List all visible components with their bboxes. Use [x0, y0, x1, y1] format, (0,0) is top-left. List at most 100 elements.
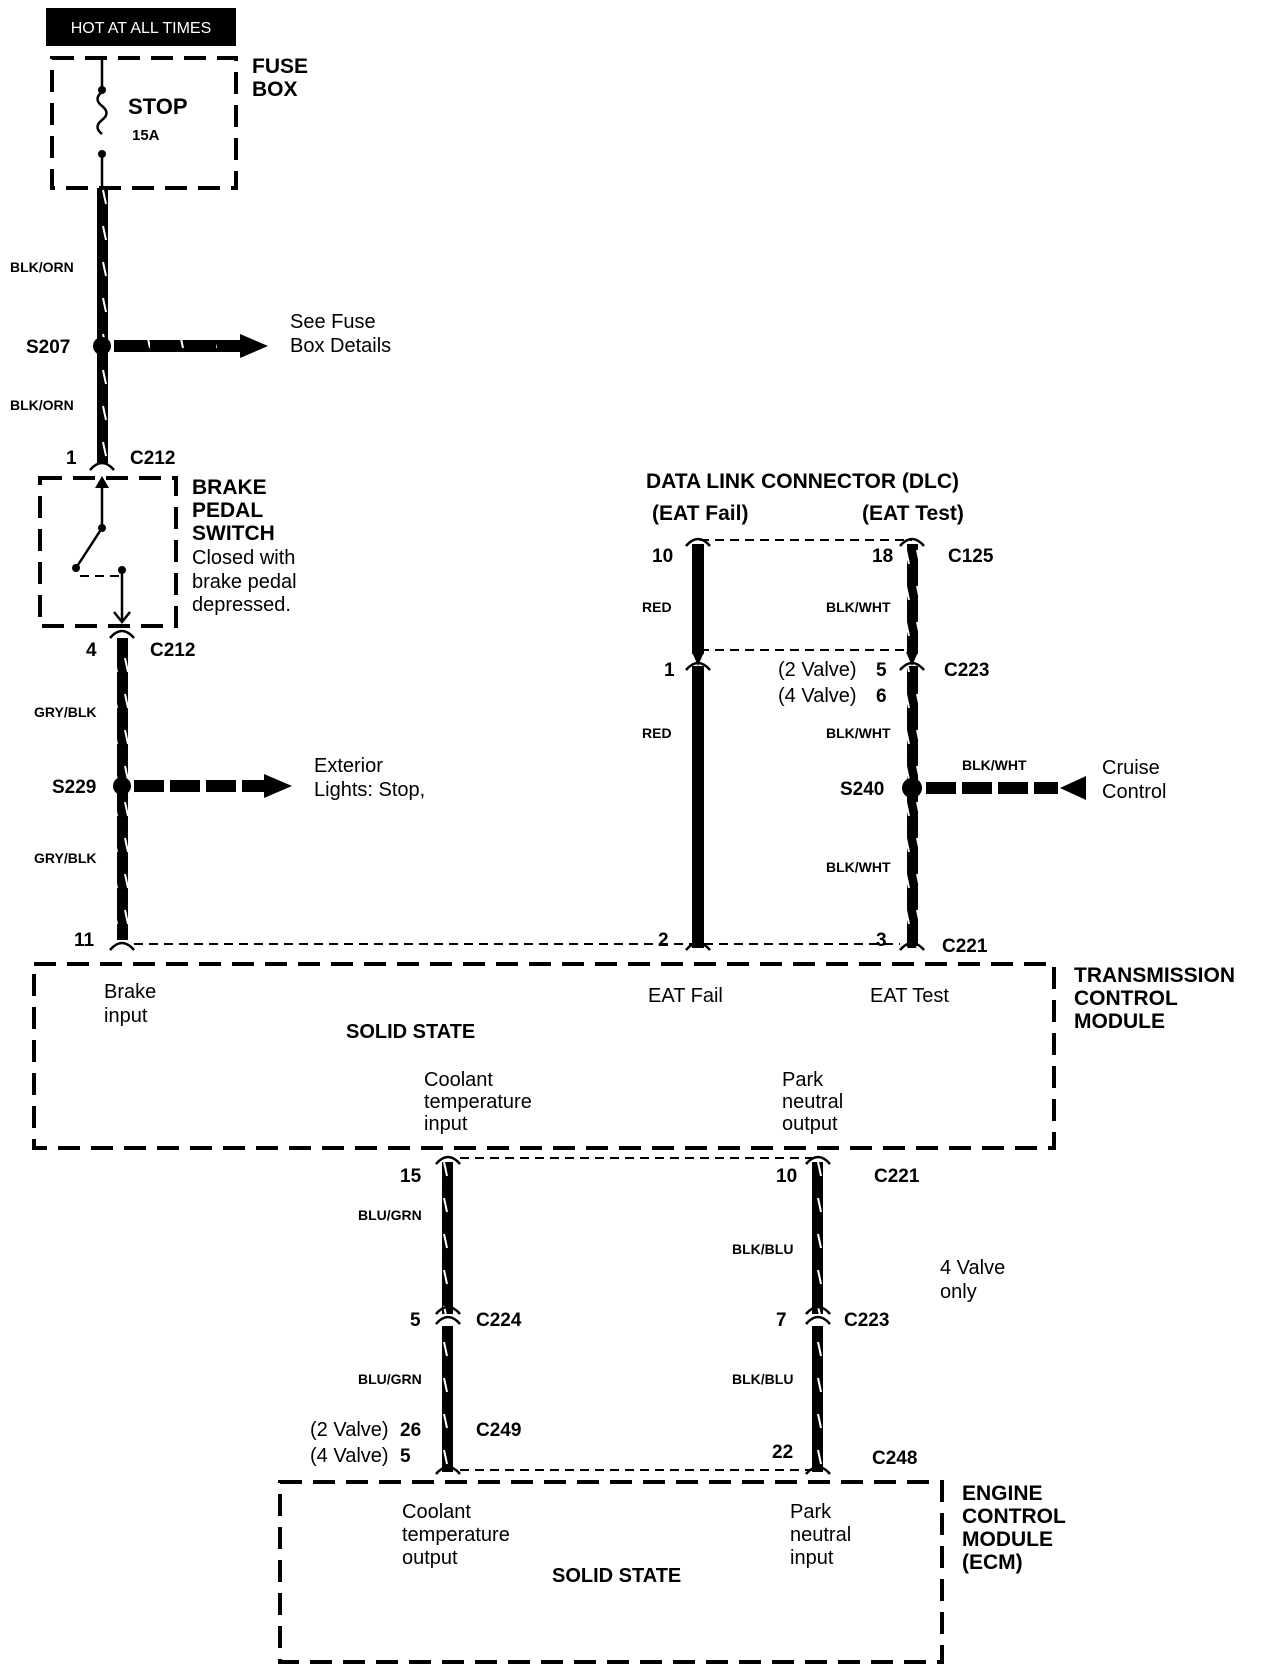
diagram-label: BLK/WHT — [962, 757, 1027, 773]
fuse-box: FUSE BOX STOP 15A — [50, 55, 308, 190]
diagram-label: (4 Valve) — [310, 1445, 389, 1467]
diagram-label: 5 — [876, 660, 887, 681]
connector-c221-bottom: 15 10 C221 — [400, 1155, 920, 1187]
diagram-label: (2 Valve) — [310, 1419, 389, 1441]
diagram-label: 1 — [66, 448, 77, 469]
diagram-label: input — [424, 1113, 468, 1135]
wire-blu-grn-lower — [442, 1326, 453, 1472]
diagram-label: C224 — [476, 1310, 522, 1331]
diagram-label: BRAKE — [192, 476, 267, 499]
diagram-label: input — [104, 1005, 148, 1027]
diagram-label: C223 — [944, 660, 989, 681]
wire-blk-wht-upper — [907, 544, 918, 654]
diagram-label: Park — [782, 1069, 824, 1091]
diagram-label: S240 — [840, 779, 884, 800]
wire-blk-wht-lower — [907, 666, 918, 948]
diagram-label: brake pedal — [192, 571, 297, 593]
connector-c224: 5 C224 — [410, 1305, 522, 1331]
diagram-label: Brake — [104, 981, 156, 1003]
valve-note: 4 Valve — [940, 1257, 1005, 1279]
diagram-label: DATA LINK CONNECTOR (DLC) — [646, 470, 959, 493]
diagram-label: Park — [790, 1501, 832, 1523]
diagram-label: MODULE — [1074, 1010, 1165, 1033]
diagram-label: C221 — [874, 1166, 920, 1187]
data-link-connector: DATA LINK CONNECTOR (DLC) (EAT Fail) (EA… — [646, 470, 994, 567]
transmission-control-module: TRANSMISSION CONTROL MODULE Brake input … — [32, 962, 1235, 1150]
diagram-label: S207 — [26, 337, 70, 358]
diagram-label: BLK/WHT — [826, 599, 891, 615]
wire-red-lower — [692, 666, 704, 948]
diagram-label: ENGINE — [962, 1482, 1043, 1505]
wire-blu-grn-upper — [442, 1162, 453, 1314]
diagram-label: Lights: Stop, — [314, 779, 425, 801]
diagram-label: BLK/WHT — [826, 859, 891, 875]
diagram-label: C248 — [872, 1448, 917, 1469]
wire-red-upper — [692, 544, 704, 654]
diagram-label: EAT Fail — [648, 985, 723, 1007]
diagram-label: 3 — [876, 930, 887, 951]
diagram-label: 5 — [400, 1446, 411, 1467]
diagram-label: BLU/GRN — [358, 1371, 422, 1387]
diagram-label: Exterior — [314, 755, 383, 777]
arrow-right-icon — [264, 774, 292, 798]
diagram-label: BOX — [252, 78, 298, 101]
diagram-label: TRANSMISSION — [1074, 964, 1235, 987]
arrow-right-icon — [240, 334, 268, 358]
fuse-rating: 15A — [132, 127, 160, 144]
diagram-label: BLU/GRN — [358, 1207, 422, 1223]
arrow-left-icon — [1060, 776, 1086, 800]
connector-c223-dlc: 1 (2 Valve) 5 (4 Valve) 6 C223 — [664, 649, 989, 707]
hot-at-all-times-banner: HOT AT ALL TIMES — [46, 8, 236, 46]
diagram-label: C212 — [150, 640, 195, 661]
diagram-label: 10 — [776, 1166, 797, 1187]
diagram-label: Control — [1102, 781, 1166, 803]
diagram-label: 22 — [772, 1442, 793, 1463]
diagram-label: RED — [642, 599, 672, 615]
diagram-label: temperature — [424, 1091, 532, 1113]
diagram-label: 6 — [876, 686, 887, 707]
diagram-label: SOLID STATE — [552, 1565, 681, 1587]
diagram-label: See Fuse — [290, 311, 376, 333]
splice-s229: S229 Exterior Lights: Stop, — [52, 755, 425, 801]
arrow-up-icon — [95, 476, 109, 488]
diagram-label: 15 — [400, 1166, 422, 1187]
diagram-label: CONTROL — [1074, 987, 1178, 1010]
connector-c249: (2 Valve) 26 (4 Valve) 5 C249 — [310, 1419, 521, 1475]
diagram-label: Box Details — [290, 335, 391, 357]
diagram-label: neutral — [790, 1524, 851, 1546]
diagram-label: Coolant — [402, 1501, 471, 1523]
diagram-label: 18 — [872, 546, 893, 567]
diagram-label: HOT AT ALL TIMES — [71, 20, 212, 37]
diagram-label: output — [782, 1113, 838, 1135]
diagram-label: C223 — [844, 1310, 889, 1331]
wire-blk-blu-upper — [812, 1162, 823, 1314]
splice-s207: S207 See Fuse Box Details — [26, 311, 391, 358]
diagram-label: (EAT Test) — [862, 502, 964, 525]
fuse-icon — [96, 91, 108, 135]
diagram-label: C249 — [476, 1420, 521, 1441]
diagram-label: 5 — [410, 1310, 421, 1331]
diagram-label: (4 Valve) — [778, 685, 857, 707]
splice-s240: S240 BLK/WHT Cruise Control — [840, 757, 1166, 803]
diagram-label: BLK/ORN — [10, 259, 74, 275]
diagram-label: output — [402, 1547, 458, 1569]
diagram-label: (ECM) — [962, 1551, 1023, 1574]
diagram-label: (EAT Fail) — [652, 502, 748, 525]
connector-c221-top: 11 2 3 C221 — [74, 930, 988, 957]
diagram-label: MODULE — [962, 1528, 1053, 1551]
diagram-label: CONTROL — [962, 1505, 1066, 1528]
fuse-name: STOP — [128, 94, 188, 119]
diagram-label: temperature — [402, 1524, 510, 1546]
connector-c223-ecm: 7 C223 — [776, 1305, 889, 1331]
diagram-label: SOLID STATE — [346, 1021, 475, 1043]
diagram-label: EAT Test — [870, 985, 949, 1007]
diagram-label: 2 — [658, 930, 669, 951]
diagram-label: depressed. — [192, 594, 291, 616]
diagram-label: Cruise — [1102, 757, 1160, 779]
diagram-label: BLK/BLU — [732, 1371, 793, 1387]
diagram-label: 10 — [652, 546, 673, 567]
wire-blk-orn — [97, 188, 108, 463]
diagram-label: SWITCH — [192, 522, 275, 545]
diagram-label: input — [790, 1547, 834, 1569]
diagram-label: Coolant — [424, 1069, 493, 1091]
